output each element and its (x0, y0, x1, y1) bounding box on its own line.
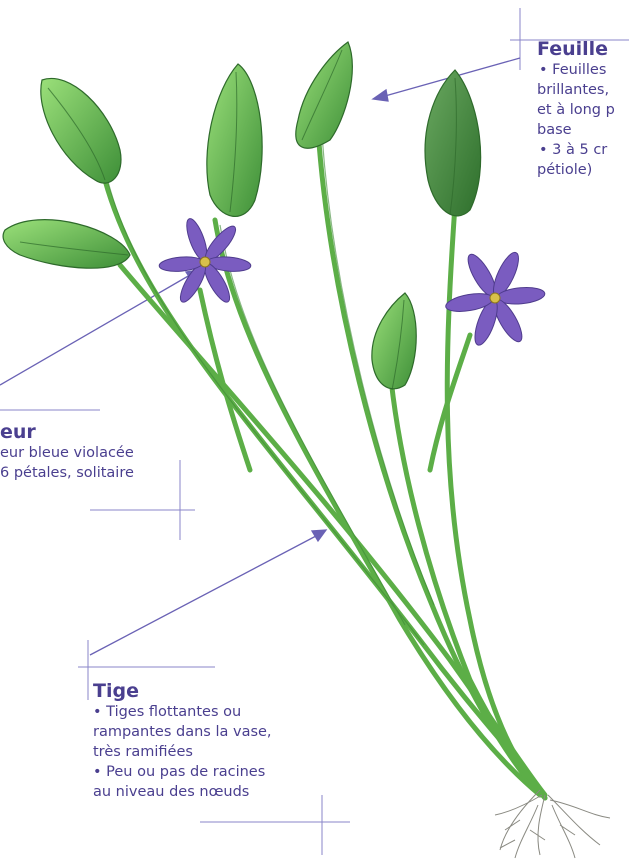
flower-right (444, 249, 545, 347)
flower-annotation: eur eur bleue violacée 6 pétales, solita… (0, 421, 134, 483)
leaf-annotation: Feuille • Feuilles brillantes, et à long… (537, 38, 615, 180)
leaf-line-1: • Feuilles (537, 60, 615, 80)
flower-title: eur (0, 421, 134, 443)
leaf-line-4: base (537, 120, 615, 140)
stem-line-2: rampantes dans la vase, (93, 722, 272, 742)
flower-line-1: eur bleue violacée (0, 443, 134, 463)
leaf-title: Feuille (537, 38, 615, 60)
leaf-line-2: brillantes, (537, 80, 615, 100)
stem-shading (104, 135, 434, 645)
stem-line-4: • Peu ou pas de racines (93, 762, 272, 782)
leaves (3, 42, 481, 389)
roots (495, 790, 610, 858)
stem-annotation: Tige • Tiges flottantes ou rampantes dan… (93, 680, 272, 802)
stem-line-5: au niveau des nœuds (93, 782, 272, 802)
stem-line-3: très ramifiées (93, 742, 272, 762)
stem-title: Tige (93, 680, 272, 702)
leaf-line-3: et à long p (537, 100, 615, 120)
leaf-line-5: • 3 à 5 cr (537, 140, 615, 160)
leaf-line-6: pétiole) (537, 160, 615, 180)
flower-left (159, 216, 252, 305)
stem-line-1: • Tiges flottantes ou (93, 702, 272, 722)
flower-line-2: 6 pétales, solitaire (0, 463, 134, 483)
